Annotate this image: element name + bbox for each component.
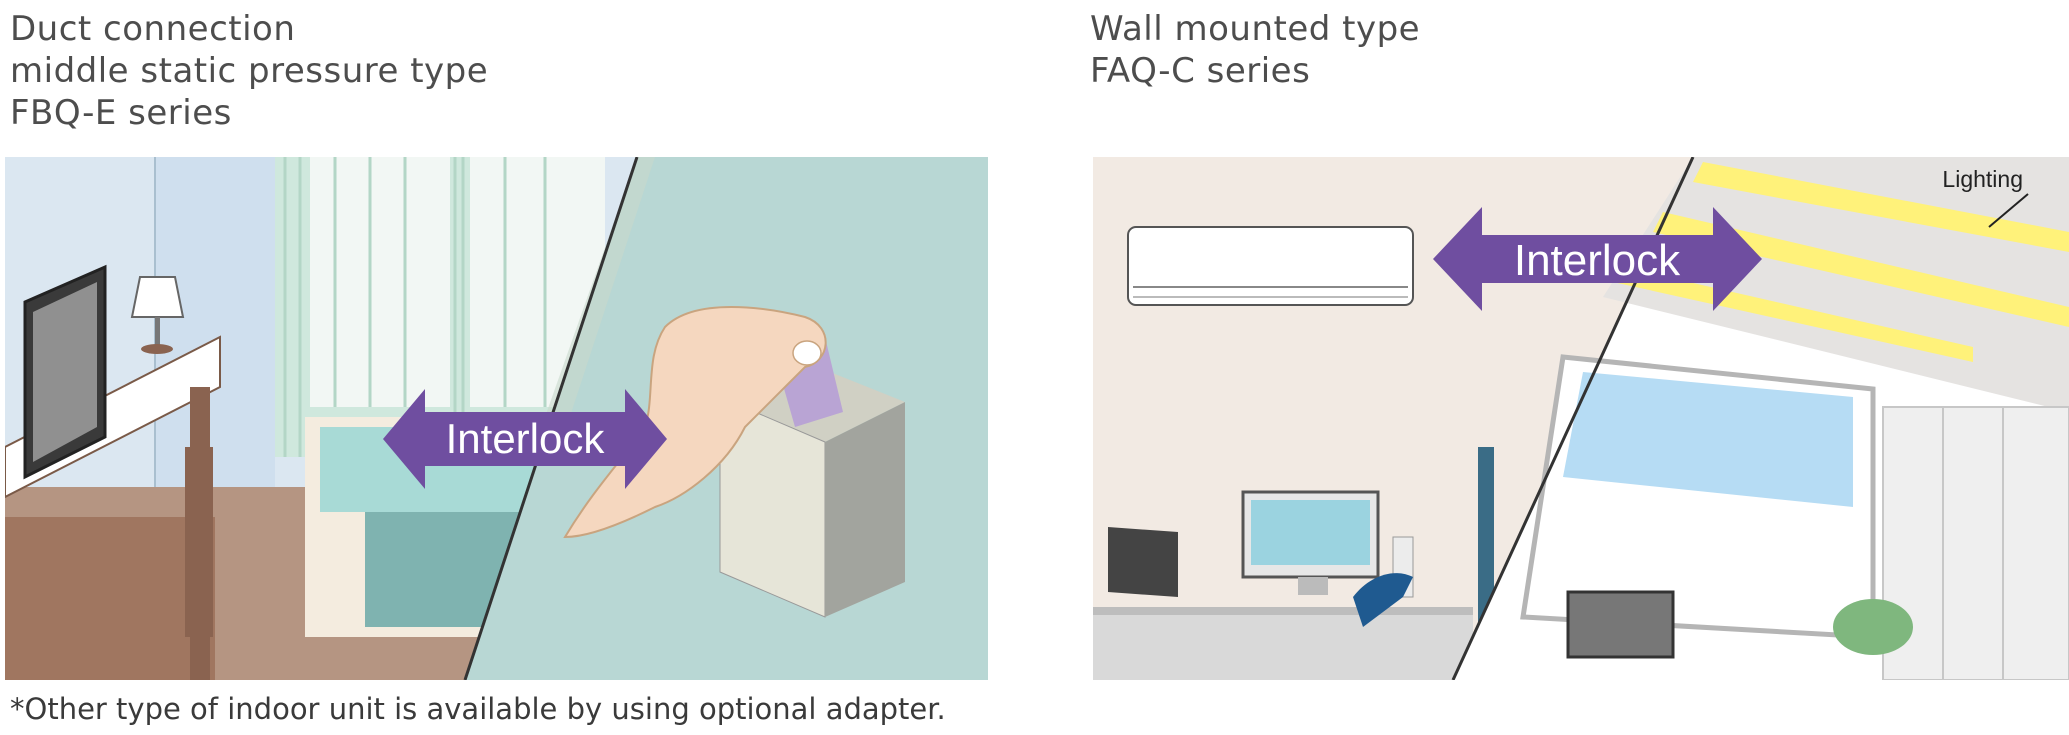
office-chair bbox=[1353, 573, 1413, 627]
lighting-label: Lighting bbox=[1942, 166, 2023, 192]
right-title-line-1: Wall mounted type bbox=[1090, 9, 1421, 49]
left-title-line-1: Duct connection bbox=[10, 9, 296, 49]
desk bbox=[5, 517, 215, 680]
duct-unit-side bbox=[825, 402, 905, 617]
interlock-label-right: Interlock bbox=[1514, 236, 1681, 285]
plant bbox=[1833, 599, 1913, 655]
left-title-line-3: FBQ-E series bbox=[10, 93, 232, 133]
wall-scene-svg: Lighting Interlock bbox=[1093, 157, 2069, 680]
wall-mounted-ac bbox=[1127, 226, 1414, 306]
monitor-main bbox=[1241, 490, 1380, 595]
right-heading: Wall mounted type FAQ-C series bbox=[1090, 8, 1420, 92]
interlock-arrow-left: Interlock bbox=[383, 389, 667, 489]
interlock-arrow-right: Interlock bbox=[1433, 207, 1762, 311]
office-desk bbox=[1093, 612, 1473, 680]
monitor-small bbox=[1108, 527, 1178, 597]
wall-unit-illustration: Lighting Interlock bbox=[1093, 157, 2069, 680]
left-title-line-2: middle static pressure type bbox=[10, 51, 489, 91]
interlock-label-left: Interlock bbox=[446, 415, 606, 462]
duct-scene-svg: Interlock bbox=[5, 157, 988, 680]
chair bbox=[185, 447, 213, 637]
lamp-shade bbox=[130, 276, 185, 318]
footnote: *Other type of indoor unit is available … bbox=[10, 692, 946, 726]
ceiling-lights bbox=[1613, 162, 2069, 362]
window-pane-1 bbox=[310, 157, 450, 407]
left-heading: Duct connection middle static pressure t… bbox=[10, 8, 488, 134]
right-title-line-2: FAQ-C series bbox=[1090, 51, 1311, 91]
duct-unit-illustration: Interlock bbox=[5, 157, 988, 680]
